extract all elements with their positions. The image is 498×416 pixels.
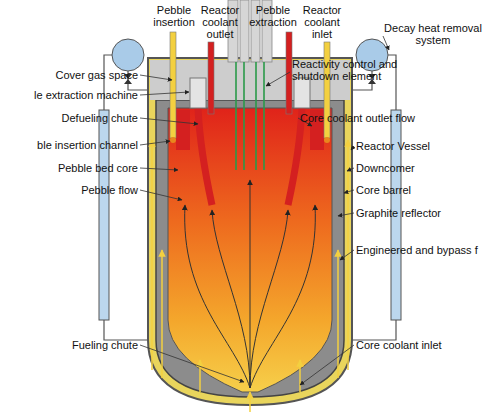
- pebble-flow: [185, 180, 316, 388]
- loop-pipe: [104, 55, 112, 110]
- control-rod: [243, 62, 245, 170]
- extraction-machine: [294, 78, 310, 108]
- part-label: Decay heat removal system: [383, 22, 483, 46]
- leader-line: [351, 146, 354, 150]
- flow-arrow: [337, 250, 339, 378]
- leader-line: [347, 168, 354, 171]
- flow-arrow: [299, 360, 301, 392]
- flow-line: [250, 205, 315, 388]
- part-label: Pebble insertion: [150, 4, 198, 28]
- leader-line: [140, 141, 170, 145]
- outlet-plenum: [176, 110, 190, 150]
- flow-arrow: [249, 392, 251, 412]
- control-rods: [236, 62, 264, 170]
- flow-arrow: [199, 360, 201, 392]
- flow-line: [212, 210, 250, 388]
- part-label: Pebble flow: [0, 184, 138, 196]
- flow-line: [185, 205, 250, 388]
- part-label: Defueling chute: [0, 112, 138, 124]
- control-rod: [263, 62, 265, 170]
- insertion-channel: [170, 137, 176, 143]
- air-cooler: [112, 39, 144, 71]
- part-label: Reactor Vessel: [356, 140, 498, 152]
- part-label: Reactor coolant outlet: [196, 4, 244, 40]
- loop-pipe: [104, 320, 148, 340]
- part-label: Core coolant outlet flow: [300, 112, 450, 124]
- part-label: Downcomer: [356, 162, 498, 174]
- extraction-machine: [190, 78, 206, 108]
- part-label: Core coolant inlet: [356, 339, 498, 351]
- defueling-chute: [288, 108, 302, 205]
- reactor-vessel: [148, 58, 352, 405]
- leader-line: [140, 190, 182, 200]
- part-label: le extraction machine: [0, 89, 138, 101]
- flow-arrow: [151, 140, 153, 370]
- control-rod: [235, 62, 237, 170]
- leader-line: [140, 92, 189, 95]
- insertion-pipe: [170, 32, 176, 138]
- leader-line: [140, 168, 178, 170]
- leader-line: [140, 118, 198, 124]
- leader-line: [338, 213, 354, 216]
- insertion-channel: [324, 137, 330, 143]
- leader-line: [266, 72, 290, 86]
- flow-line: [250, 180, 251, 388]
- leader-line: [140, 75, 172, 80]
- pebble-bed-core: [168, 108, 332, 392]
- part-label: Pebble bed core: [0, 162, 138, 174]
- graphite-reflector: [156, 100, 344, 397]
- drive-housing: [240, 0, 249, 62]
- part-label: ble insertion channel: [0, 139, 138, 151]
- part-label: Reactivity control and shutdown element: [292, 58, 404, 82]
- part-label: Pebble extraction: [246, 4, 300, 28]
- part-label: Core barrel: [356, 184, 498, 196]
- part-label: Cover gas space: [0, 69, 138, 81]
- part-label: Fueling chute: [0, 339, 138, 351]
- part-label: Engineered and bypass f: [356, 244, 498, 256]
- leader-line: [344, 190, 354, 193]
- defueling-chute: [198, 108, 212, 205]
- leader-line: [300, 345, 354, 385]
- part-label: Reactor coolant inlet: [298, 4, 346, 40]
- leader-line: [140, 345, 244, 382]
- leader-lines: [140, 36, 389, 385]
- leader-line: [340, 250, 354, 260]
- control-rod: [255, 62, 257, 170]
- loop-pipe: [352, 320, 396, 340]
- leader-line: [383, 36, 389, 50]
- flow-line: [250, 210, 288, 388]
- flow-arrow: [161, 250, 163, 378]
- part-label: Graphite reflector: [356, 207, 498, 219]
- outlet-pipe: [208, 42, 214, 114]
